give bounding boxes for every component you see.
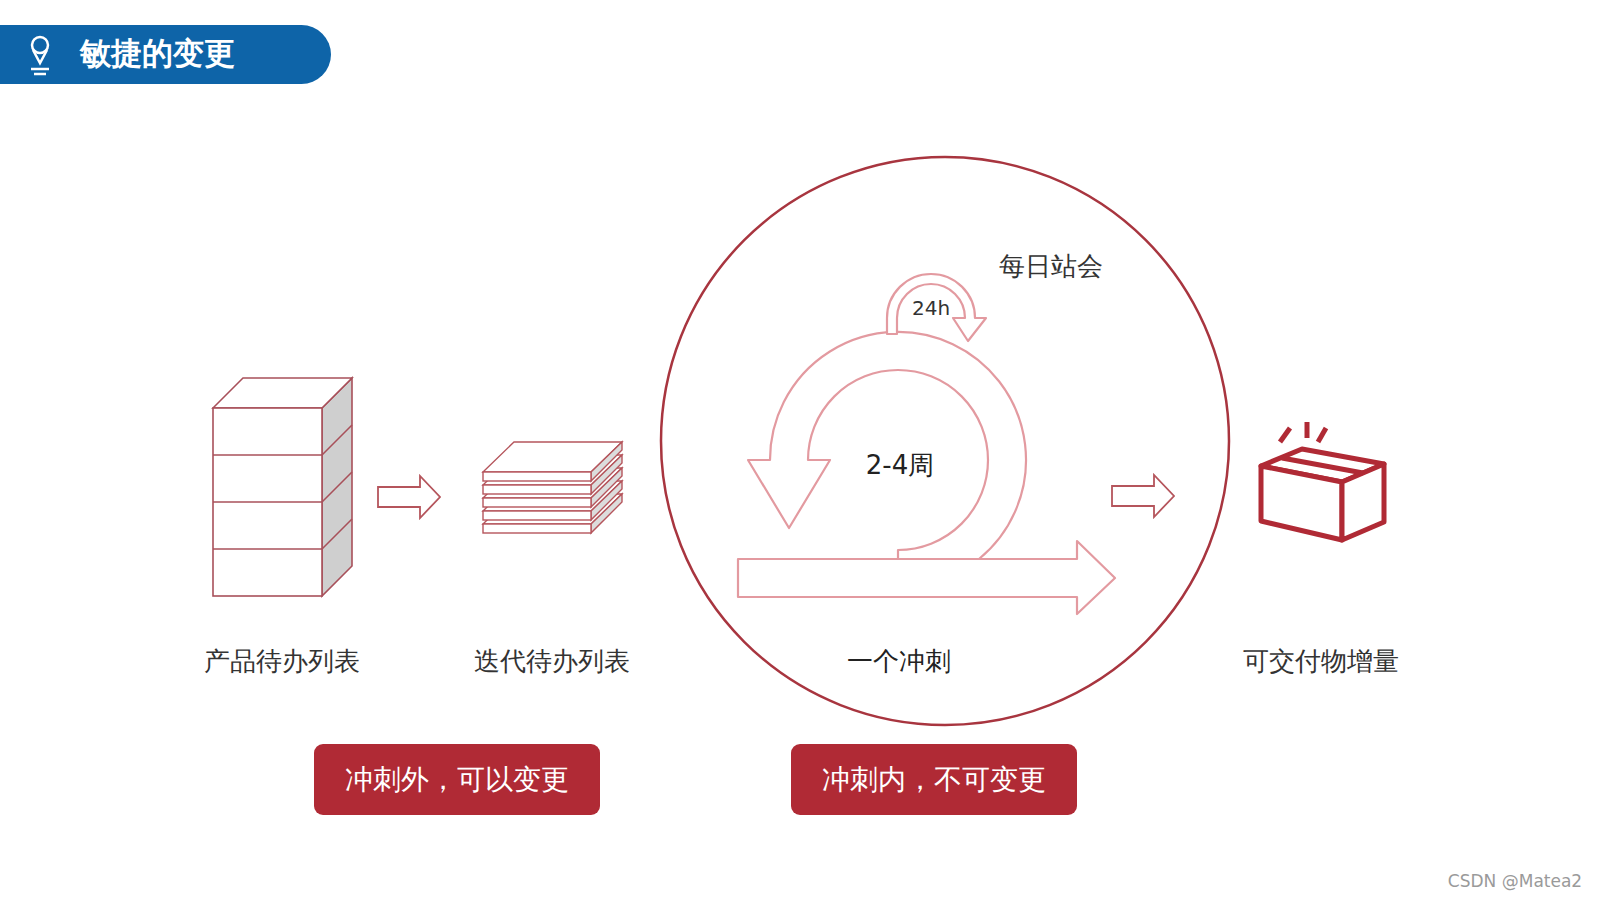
- sprint-loop-arrow: [738, 274, 1115, 614]
- meeting-label: 每日站会: [999, 249, 1103, 284]
- cycle-time: 24h: [912, 296, 950, 320]
- backlog-label: 产品待办列表: [204, 644, 360, 679]
- product-backlog-stack: [213, 378, 352, 596]
- flow-arrow: [1112, 475, 1174, 517]
- sprint-circle: 每日站会 24h 2-4周一个冲刺: [659, 155, 1231, 727]
- increment-label: 可交付物增量: [1243, 644, 1399, 679]
- circle-outline: [659, 155, 1231, 727]
- increment-box-icon: [1261, 422, 1384, 540]
- circle-border: [661, 157, 1229, 725]
- backlog-plate: [483, 442, 622, 481]
- flow-arrow: [378, 476, 440, 518]
- sprint-backlog-stack: [483, 442, 622, 533]
- watermark: CSDN @Matea2: [1448, 871, 1582, 891]
- sprint-length: 2-4周: [866, 448, 934, 483]
- backlog-label: 迭代待办列表: [474, 644, 630, 679]
- pin-icon: [31, 37, 49, 74]
- change-rule-box: 冲刺内，不可变更: [791, 744, 1077, 815]
- change-rule-box: 冲刺外，可以变更: [314, 744, 600, 815]
- rule-text: 冲刺内，不可变更: [822, 761, 1046, 799]
- sprint-label: 一个冲刺: [847, 644, 951, 679]
- title: 敏捷的变更: [80, 33, 235, 75]
- rule-text: 冲刺外，可以变更: [345, 761, 569, 799]
